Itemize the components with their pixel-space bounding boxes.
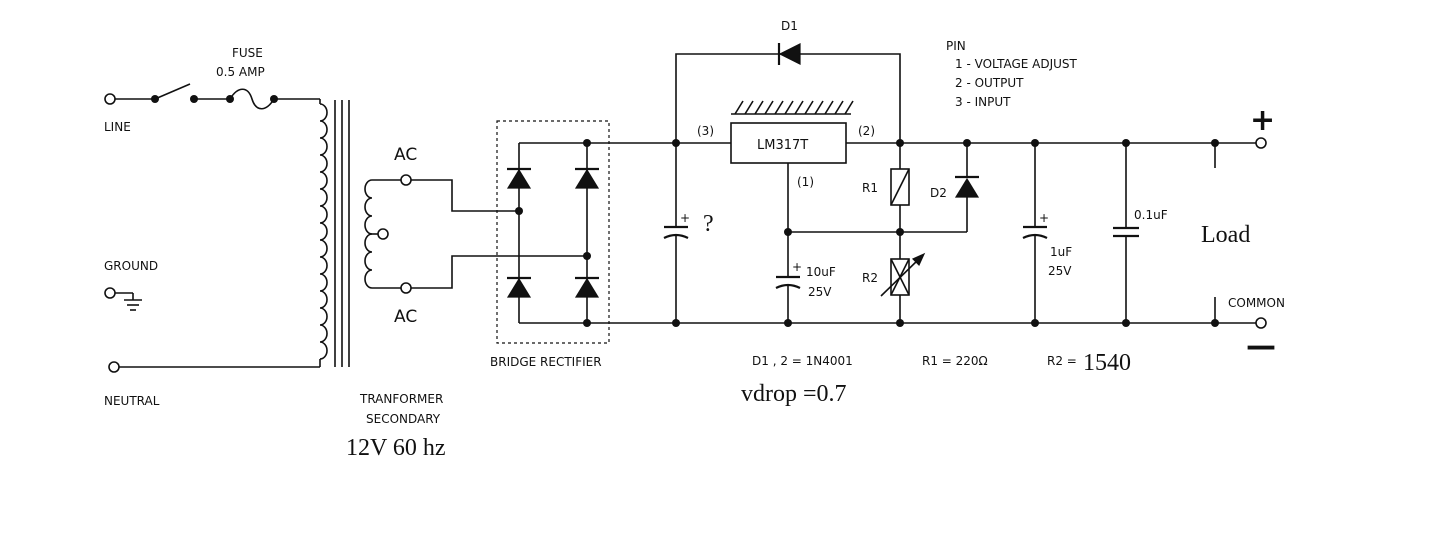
neutral-label: NEUTRAL <box>104 394 160 408</box>
power-switch <box>154 83 191 100</box>
bridge-rectifier: BRIDGE RECTIFIER <box>490 120 676 369</box>
pin-legend-2: 2 - OUTPUT <box>955 76 1024 90</box>
c-out-polarity: + <box>1039 211 1049 225</box>
positive-sign: + <box>1250 103 1275 138</box>
neutral-input: NEUTRAL <box>104 361 320 408</box>
line-terminal <box>104 93 116 105</box>
line-label: LINE <box>104 120 131 134</box>
diode-d2: D2 <box>930 139 980 232</box>
output-terminals: + — Load COMMON <box>1201 103 1285 364</box>
output-capacitor: + 1uF 25V <box>1022 139 1072 327</box>
c-out-value: 1uF <box>1050 245 1072 259</box>
vdrop-note: vdrop =0.7 <box>741 381 847 407</box>
center-tap-terminal <box>377 228 389 240</box>
ac-label-top: AC <box>394 145 417 165</box>
transformer-label: TRANFORMER <box>359 392 443 406</box>
ac-terminal-top <box>400 174 412 186</box>
negative-terminal <box>1255 317 1267 329</box>
fuse-label: FUSE <box>232 46 263 60</box>
bridge-diode-3 <box>506 276 532 298</box>
regulator-lm317t: LM317T (3) (2) (1) <box>676 100 1215 232</box>
line-input: FUSE 0.5 AMP LINE <box>104 46 320 134</box>
c-out-voltage: 25V <box>1048 264 1072 278</box>
pin-legend-1: 1 - VOLTAGE ADJUST <box>955 57 1078 71</box>
ground-input: GROUND <box>104 259 158 311</box>
bridge-diode-2 <box>574 167 600 189</box>
resistor-r2: R2 <box>862 232 926 327</box>
diode-d1: D1 <box>675 19 901 143</box>
regulator-label: LM317T <box>757 138 808 153</box>
positive-terminal <box>1255 137 1267 149</box>
pin-legend-3: 3 - INPUT <box>955 95 1011 109</box>
pin-legend: PIN 1 - VOLTAGE ADJUST 2 - OUTPUT 3 - IN… <box>946 39 1078 109</box>
component-notes: D1 , 2 = 1N4001 R1 = 220Ω R2 = 1540 vdro… <box>741 350 1131 407</box>
input-cap-polarity: + <box>680 211 690 225</box>
bridge-label: BRIDGE RECTIFIER <box>490 355 602 369</box>
bypass-capacitor: 0.1uF <box>1113 139 1168 327</box>
pin2-label: (2) <box>858 124 875 138</box>
ground-label: GROUND <box>104 259 158 273</box>
transformer: AC AC TRANFORMER SECONDARY 12V 60 hz <box>319 99 587 461</box>
common-label: COMMON <box>1228 296 1285 310</box>
r2-adjust-arrow <box>880 256 922 297</box>
d1-label: D1 <box>781 19 798 33</box>
bridge-diode-4 <box>574 276 600 298</box>
transformer-rating: 12V 60 hz <box>346 435 446 461</box>
neutral-terminal <box>108 361 120 373</box>
input-filter-capacitor: + ? <box>663 139 714 327</box>
c-adj-voltage: 25V <box>808 285 832 299</box>
secondary-label: SECONDARY <box>366 412 441 426</box>
r1-label: R1 <box>862 181 878 195</box>
primary-winding <box>319 103 328 360</box>
load-label: Load <box>1201 222 1250 248</box>
r1-note: R1 = 220Ω <box>922 354 988 368</box>
r2-note-prefix: R2 = <box>1047 354 1077 368</box>
r2-label: R2 <box>862 271 878 285</box>
pin1-label: (1) <box>797 175 814 189</box>
input-cap-value: ? <box>703 211 714 237</box>
pin3-label: (3) <box>697 124 714 138</box>
resistor-r1: R1 <box>862 139 910 236</box>
fuse-rating-label: 0.5 AMP <box>216 65 265 79</box>
pin-legend-header: PIN <box>946 39 966 53</box>
bridge-outline <box>496 120 610 344</box>
c-adj-value: 10uF <box>806 265 836 279</box>
c-bypass-value: 0.1uF <box>1134 208 1168 222</box>
ac-label-bottom: AC <box>394 307 417 327</box>
c-adj-polarity: + <box>792 260 802 274</box>
fuse-symbol <box>229 88 275 110</box>
ac-terminal-bottom <box>400 282 412 294</box>
ground-terminal <box>104 287 116 299</box>
bridge-diode-1 <box>506 167 532 189</box>
r2-note-value: 1540 <box>1083 350 1131 376</box>
d2-label: D2 <box>930 186 947 200</box>
diodes-note: D1 , 2 = 1N4001 <box>752 354 853 368</box>
adjust-network: + 10uF 25V <box>775 228 967 327</box>
negative-sign: — <box>1246 329 1276 364</box>
regulator-body <box>730 122 847 164</box>
